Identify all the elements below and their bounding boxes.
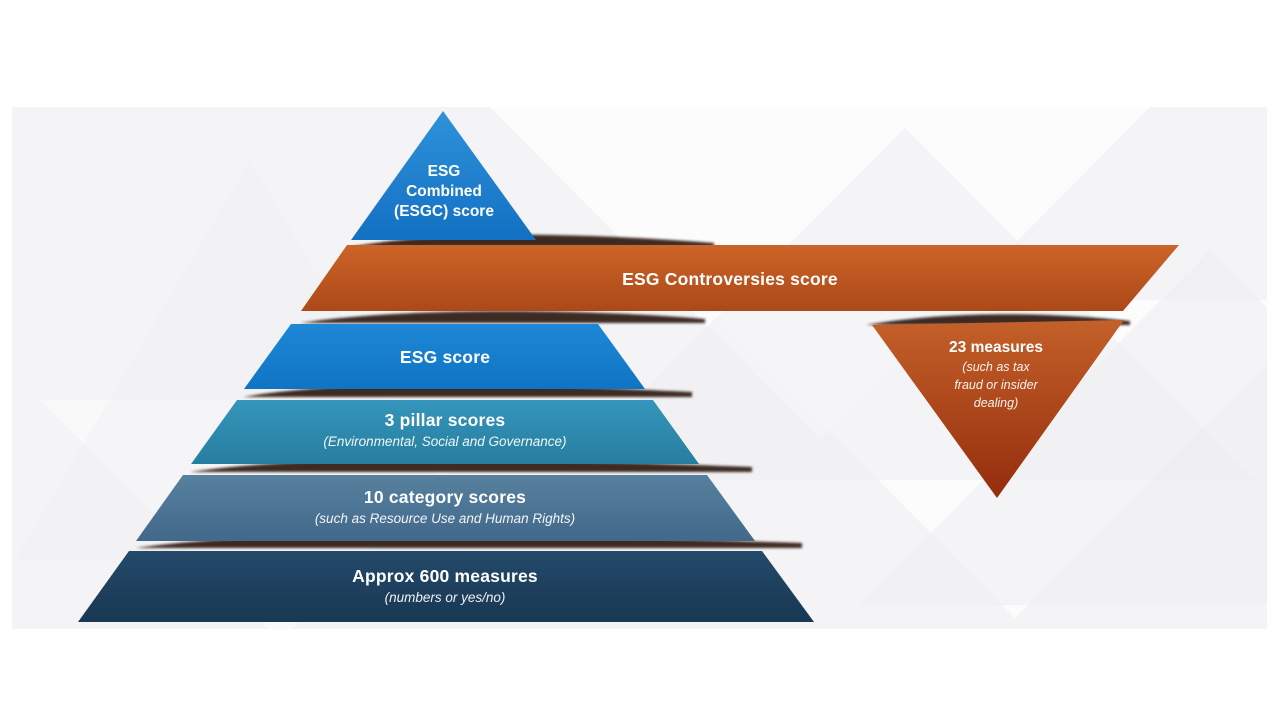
level-measures-shape [78, 551, 814, 622]
level-esg-score-shape [244, 324, 645, 389]
pillars-sublabel: (Environmental, Social and Governance) [323, 434, 566, 449]
level-categories-shape [136, 475, 755, 541]
level-controversies-shape [301, 245, 1179, 311]
callout-sublabel-line3: dealing) [974, 396, 1018, 410]
shadow-under-controversies-left [300, 311, 705, 323]
measures-label: Approx 600 measures [352, 566, 538, 586]
esg-score-label: ESG score [400, 347, 490, 367]
callout-sublabel-line2: fraud or insider [954, 378, 1038, 392]
apex-label-line1: ESG [428, 163, 461, 180]
categories-label: 10 category scores [364, 487, 526, 507]
controversies-label: ESG Controversies score [622, 269, 838, 289]
apex-label-line2: Combined [406, 183, 482, 200]
callout-label: 23 measures [949, 339, 1043, 356]
level-esgc-apex-shape [351, 111, 536, 240]
watermark-triangle [860, 250, 1267, 605]
callout-inverted-triangle-shape [872, 320, 1124, 498]
apex-label-line3: (ESGC) score [394, 203, 494, 220]
categories-sublabel: (such as Resource Use and Human Rights) [315, 511, 575, 526]
measures-sublabel: (numbers or yes/no) [385, 590, 506, 605]
level-pillars-shape [191, 400, 699, 464]
callout-sublabel-line1: (such as tax [962, 360, 1030, 374]
pillars-label: 3 pillar scores [385, 410, 506, 430]
